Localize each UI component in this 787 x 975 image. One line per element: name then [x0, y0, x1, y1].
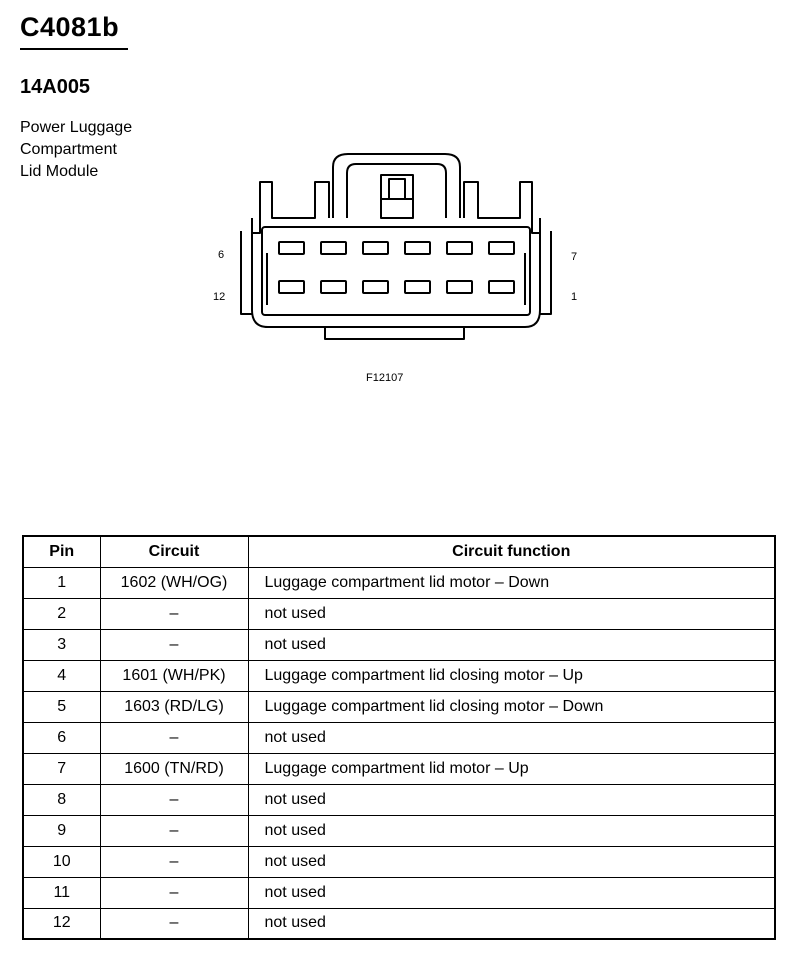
component-description: Power Luggage Compartment Lid Module — [20, 117, 132, 183]
circuit-cell: 1602 (WH/OG) — [99, 566, 249, 599]
table-header-row: Pin Circuit Circuit function — [22, 535, 776, 568]
pin-cell: 12 — [22, 907, 101, 940]
function-cell: not used — [247, 783, 776, 816]
circuit-cell: 1601 (WH/PK) — [99, 659, 249, 692]
description-line: Lid Module — [20, 163, 99, 180]
column-header-circuit: Circuit — [99, 535, 249, 568]
table-row: 12 – not used — [22, 907, 776, 940]
table-row: 6 – not used — [22, 721, 776, 754]
function-cell: not used — [247, 597, 776, 630]
function-cell: Luggage compartment lid motor – Down — [247, 566, 776, 599]
circuit-cell: 1600 (TN/RD) — [99, 752, 249, 785]
table-row: 5 1603 (RD/LG) Luggage compartment lid c… — [22, 690, 776, 723]
pin-cell: 3 — [22, 628, 101, 661]
circuit-cell: – — [99, 721, 249, 754]
pinout-table: Pin Circuit Circuit function 1 1602 (WH/… — [22, 535, 776, 940]
table-row: 11 – not used — [22, 876, 776, 909]
function-cell: not used — [247, 907, 776, 940]
function-cell: Luggage compartment lid closing motor – … — [247, 690, 776, 723]
table-row: 1 1602 (WH/OG) Luggage compartment lid m… — [22, 566, 776, 599]
table-row: 10 – not used — [22, 845, 776, 878]
circuit-cell: – — [99, 814, 249, 847]
pin-cell: 2 — [22, 597, 101, 630]
pin-cell: 8 — [22, 783, 101, 816]
description-line: Power Luggage — [20, 119, 133, 136]
pin-cell: 9 — [22, 814, 101, 847]
pin-label-bottom-left: 12 — [213, 291, 225, 303]
column-header-function: Circuit function — [247, 535, 776, 568]
table-row: 2 – not used — [22, 597, 776, 630]
pin-cell: 4 — [22, 659, 101, 692]
function-cell: not used — [247, 845, 776, 878]
connector-face-diagram: 6 12 7 1 F12107 — [213, 153, 577, 384]
table-row: 7 1600 (TN/RD) Luggage compartment lid m… — [22, 752, 776, 785]
figure-code: F12107 — [366, 372, 403, 384]
pin-cell: 11 — [22, 876, 101, 909]
table-row: 4 1601 (WH/PK) Luggage compartment lid c… — [22, 659, 776, 692]
pin-cell: 10 — [22, 845, 101, 878]
pin-label-bottom-right: 1 — [571, 291, 577, 303]
pin-cell: 1 — [22, 566, 101, 599]
column-header-pin: Pin — [22, 535, 101, 568]
circuit-cell: – — [99, 783, 249, 816]
function-cell: not used — [247, 814, 776, 847]
pin-cell: 7 — [22, 752, 101, 785]
description-line: Compartment — [20, 141, 117, 158]
circuit-cell: – — [99, 845, 249, 878]
table-row: 8 – not used — [22, 783, 776, 816]
table-row: 3 – not used — [22, 628, 776, 661]
function-cell: not used — [247, 876, 776, 909]
circuit-cell: 1603 (RD/LG) — [99, 690, 249, 723]
pin-cell: 6 — [22, 721, 101, 754]
table-row: 9 – not used — [22, 814, 776, 847]
connector-id-title: C4081b — [20, 12, 120, 42]
circuit-cell: – — [99, 876, 249, 909]
circuit-cell: – — [99, 597, 249, 630]
function-cell: Luggage compartment lid closing motor – … — [247, 659, 776, 692]
pin-cell: 5 — [22, 690, 101, 723]
circuit-cell: – — [99, 628, 249, 661]
function-cell: not used — [247, 721, 776, 754]
title-underline — [20, 48, 128, 50]
pin-label-top-right: 7 — [571, 251, 577, 263]
part-number: 14A005 — [20, 76, 91, 98]
function-cell: not used — [247, 628, 776, 661]
circuit-cell: – — [99, 907, 249, 940]
pin-label-top-left: 6 — [218, 249, 224, 261]
function-cell: Luggage compartment lid motor – Up — [247, 752, 776, 785]
